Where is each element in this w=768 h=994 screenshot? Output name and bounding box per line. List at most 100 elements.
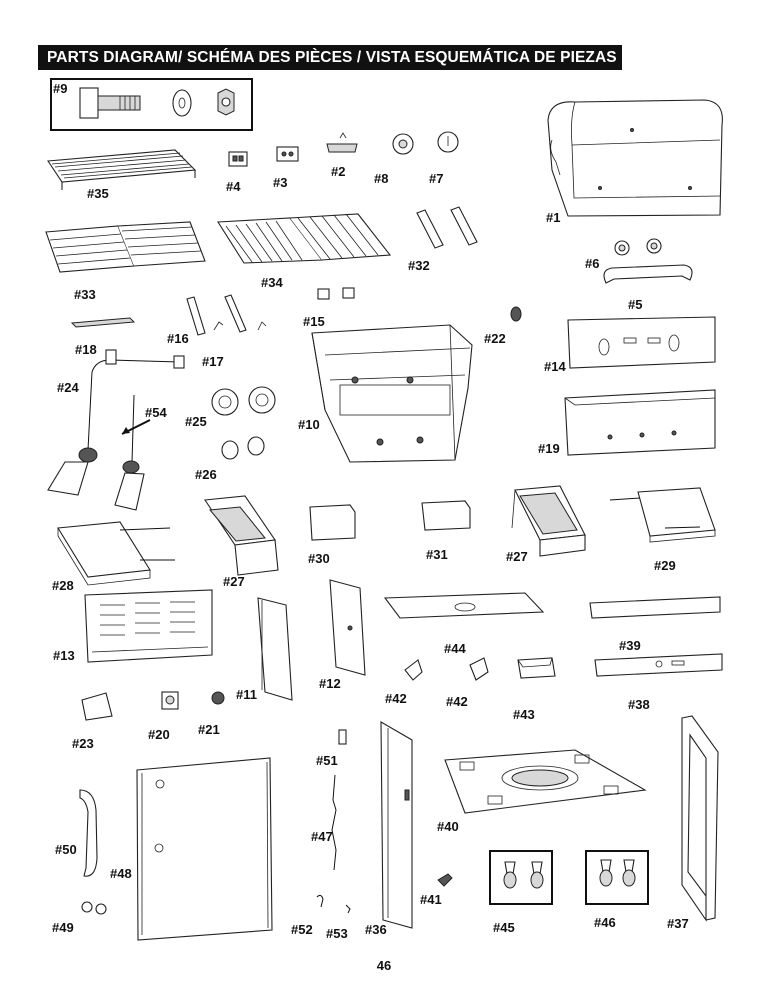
part-15-clips <box>317 287 355 300</box>
part-34-cooking-grates <box>217 213 392 264</box>
part-19-front-panel <box>564 389 716 456</box>
label-41: #41 <box>420 892 442 907</box>
label-22: #22 <box>484 331 506 346</box>
part-53-clip <box>345 904 351 914</box>
label-8: #8 <box>374 171 388 186</box>
part-29-side-shelf <box>609 487 716 543</box>
label-52: #52 <box>291 922 313 937</box>
part-1-lid <box>547 99 723 217</box>
part-38-rail <box>594 653 723 677</box>
part-12-side-panel <box>329 579 366 676</box>
part-36-door <box>380 721 413 929</box>
part-42-bracket <box>404 659 423 681</box>
label-1: #1 <box>546 210 560 225</box>
part-40-base-tray <box>444 749 647 814</box>
label-48: #48 <box>110 866 132 881</box>
label-38: #38 <box>628 697 650 712</box>
label-10: #10 <box>298 417 320 432</box>
part-7-thermometer <box>437 131 459 153</box>
page-title: PARTS DIAGRAM/ SCHÉMA DES PIÈCES / VISTA… <box>38 45 622 70</box>
label-33: #33 <box>74 287 96 302</box>
label-28: #28 <box>52 578 74 593</box>
part-23-cover <box>81 692 113 721</box>
label-6: #6 <box>585 256 599 271</box>
label-49: #49 <box>52 920 74 935</box>
label-15: #15 <box>303 314 325 329</box>
page-number: 46 <box>376 958 392 973</box>
part-20-ignitor-module <box>161 691 179 710</box>
part-14-control-panel <box>567 316 716 369</box>
label-35: #35 <box>87 186 109 201</box>
part-10-firebox <box>311 324 473 463</box>
part-3-switch <box>276 146 299 162</box>
label-27: #27 <box>223 574 245 589</box>
leader-lines <box>72 152 690 925</box>
part-51-latch <box>338 729 347 745</box>
label-7: #7 <box>429 171 443 186</box>
part-54-regulator-hose <box>114 394 145 511</box>
part-9-hardware-kit <box>50 78 253 131</box>
part-18-heat-shield <box>70 317 136 328</box>
label-36: #36 <box>365 922 387 937</box>
part-27-side-box <box>204 495 279 576</box>
part-32-brackets <box>416 206 478 249</box>
part-33-cooking-grates <box>45 221 206 273</box>
part-2-badge <box>326 132 358 153</box>
label-45: #45 <box>493 920 515 935</box>
part-16-burner-tube <box>186 294 247 336</box>
label-53: #53 <box>326 926 348 941</box>
label-18: #18 <box>75 342 97 357</box>
part-11-side-panel <box>257 597 293 701</box>
label-37: #37 <box>667 916 689 931</box>
label-21: #21 <box>198 722 220 737</box>
label-13: #13 <box>53 648 75 663</box>
part-47-wire <box>331 774 337 871</box>
part-17-electrode <box>213 321 267 331</box>
part-24-gas-manifold <box>47 349 185 496</box>
part-48-door <box>136 757 273 941</box>
label-16: #16 <box>167 331 189 346</box>
label-54: #54 <box>145 405 167 420</box>
label-46: #46 <box>594 915 616 930</box>
label-27-right: #27 <box>506 549 528 564</box>
label-29: #29 <box>654 558 676 573</box>
part-52-pin <box>316 894 324 908</box>
label-39: #39 <box>619 638 641 653</box>
label-42: #42 <box>385 691 407 706</box>
part-13-rear-panel <box>84 589 213 663</box>
label-31: #31 <box>426 547 448 562</box>
label-25: #25 <box>185 414 207 429</box>
part-39-rail <box>589 596 721 619</box>
label-32: #32 <box>408 258 430 273</box>
label-12: #12 <box>319 676 341 691</box>
label-20: #20 <box>148 727 170 742</box>
part-6-spacers <box>614 238 662 256</box>
part-8-heat-indicator <box>392 133 414 155</box>
label-34: #34 <box>261 275 283 290</box>
label-2: #2 <box>331 164 345 179</box>
part-30-box <box>309 504 356 541</box>
part-31-box <box>421 500 471 531</box>
label-40: #40 <box>437 819 459 834</box>
part-44-bottom-shelf <box>383 592 545 619</box>
part-21-button <box>211 691 225 705</box>
part-28-side-shelf <box>57 521 175 586</box>
label-24: #24 <box>57 380 79 395</box>
label-4: #4 <box>226 179 241 194</box>
label-50: #50 <box>55 842 77 857</box>
label-19: #19 <box>538 441 560 456</box>
label-5: #5 <box>628 297 642 312</box>
label-17: #17 <box>202 354 224 369</box>
part-35-warming-rack <box>47 149 197 190</box>
part-22-ignitor-button <box>510 306 522 322</box>
label-9: #9 <box>53 81 67 96</box>
part-42-bracket-2 <box>469 657 489 681</box>
label-47: #47 <box>311 829 333 844</box>
part-43-grease-cup <box>517 657 556 679</box>
label-44: #44 <box>444 641 466 656</box>
part-45-casters <box>489 850 553 905</box>
label-42-right: #42 <box>446 694 468 709</box>
part-labels: #9 #35 #4 #3 #2 #8 #7 #1 #33 #34 #32 #6 … <box>52 81 689 941</box>
part-50-door-handle <box>79 789 98 877</box>
part-26-knobs <box>221 436 265 460</box>
